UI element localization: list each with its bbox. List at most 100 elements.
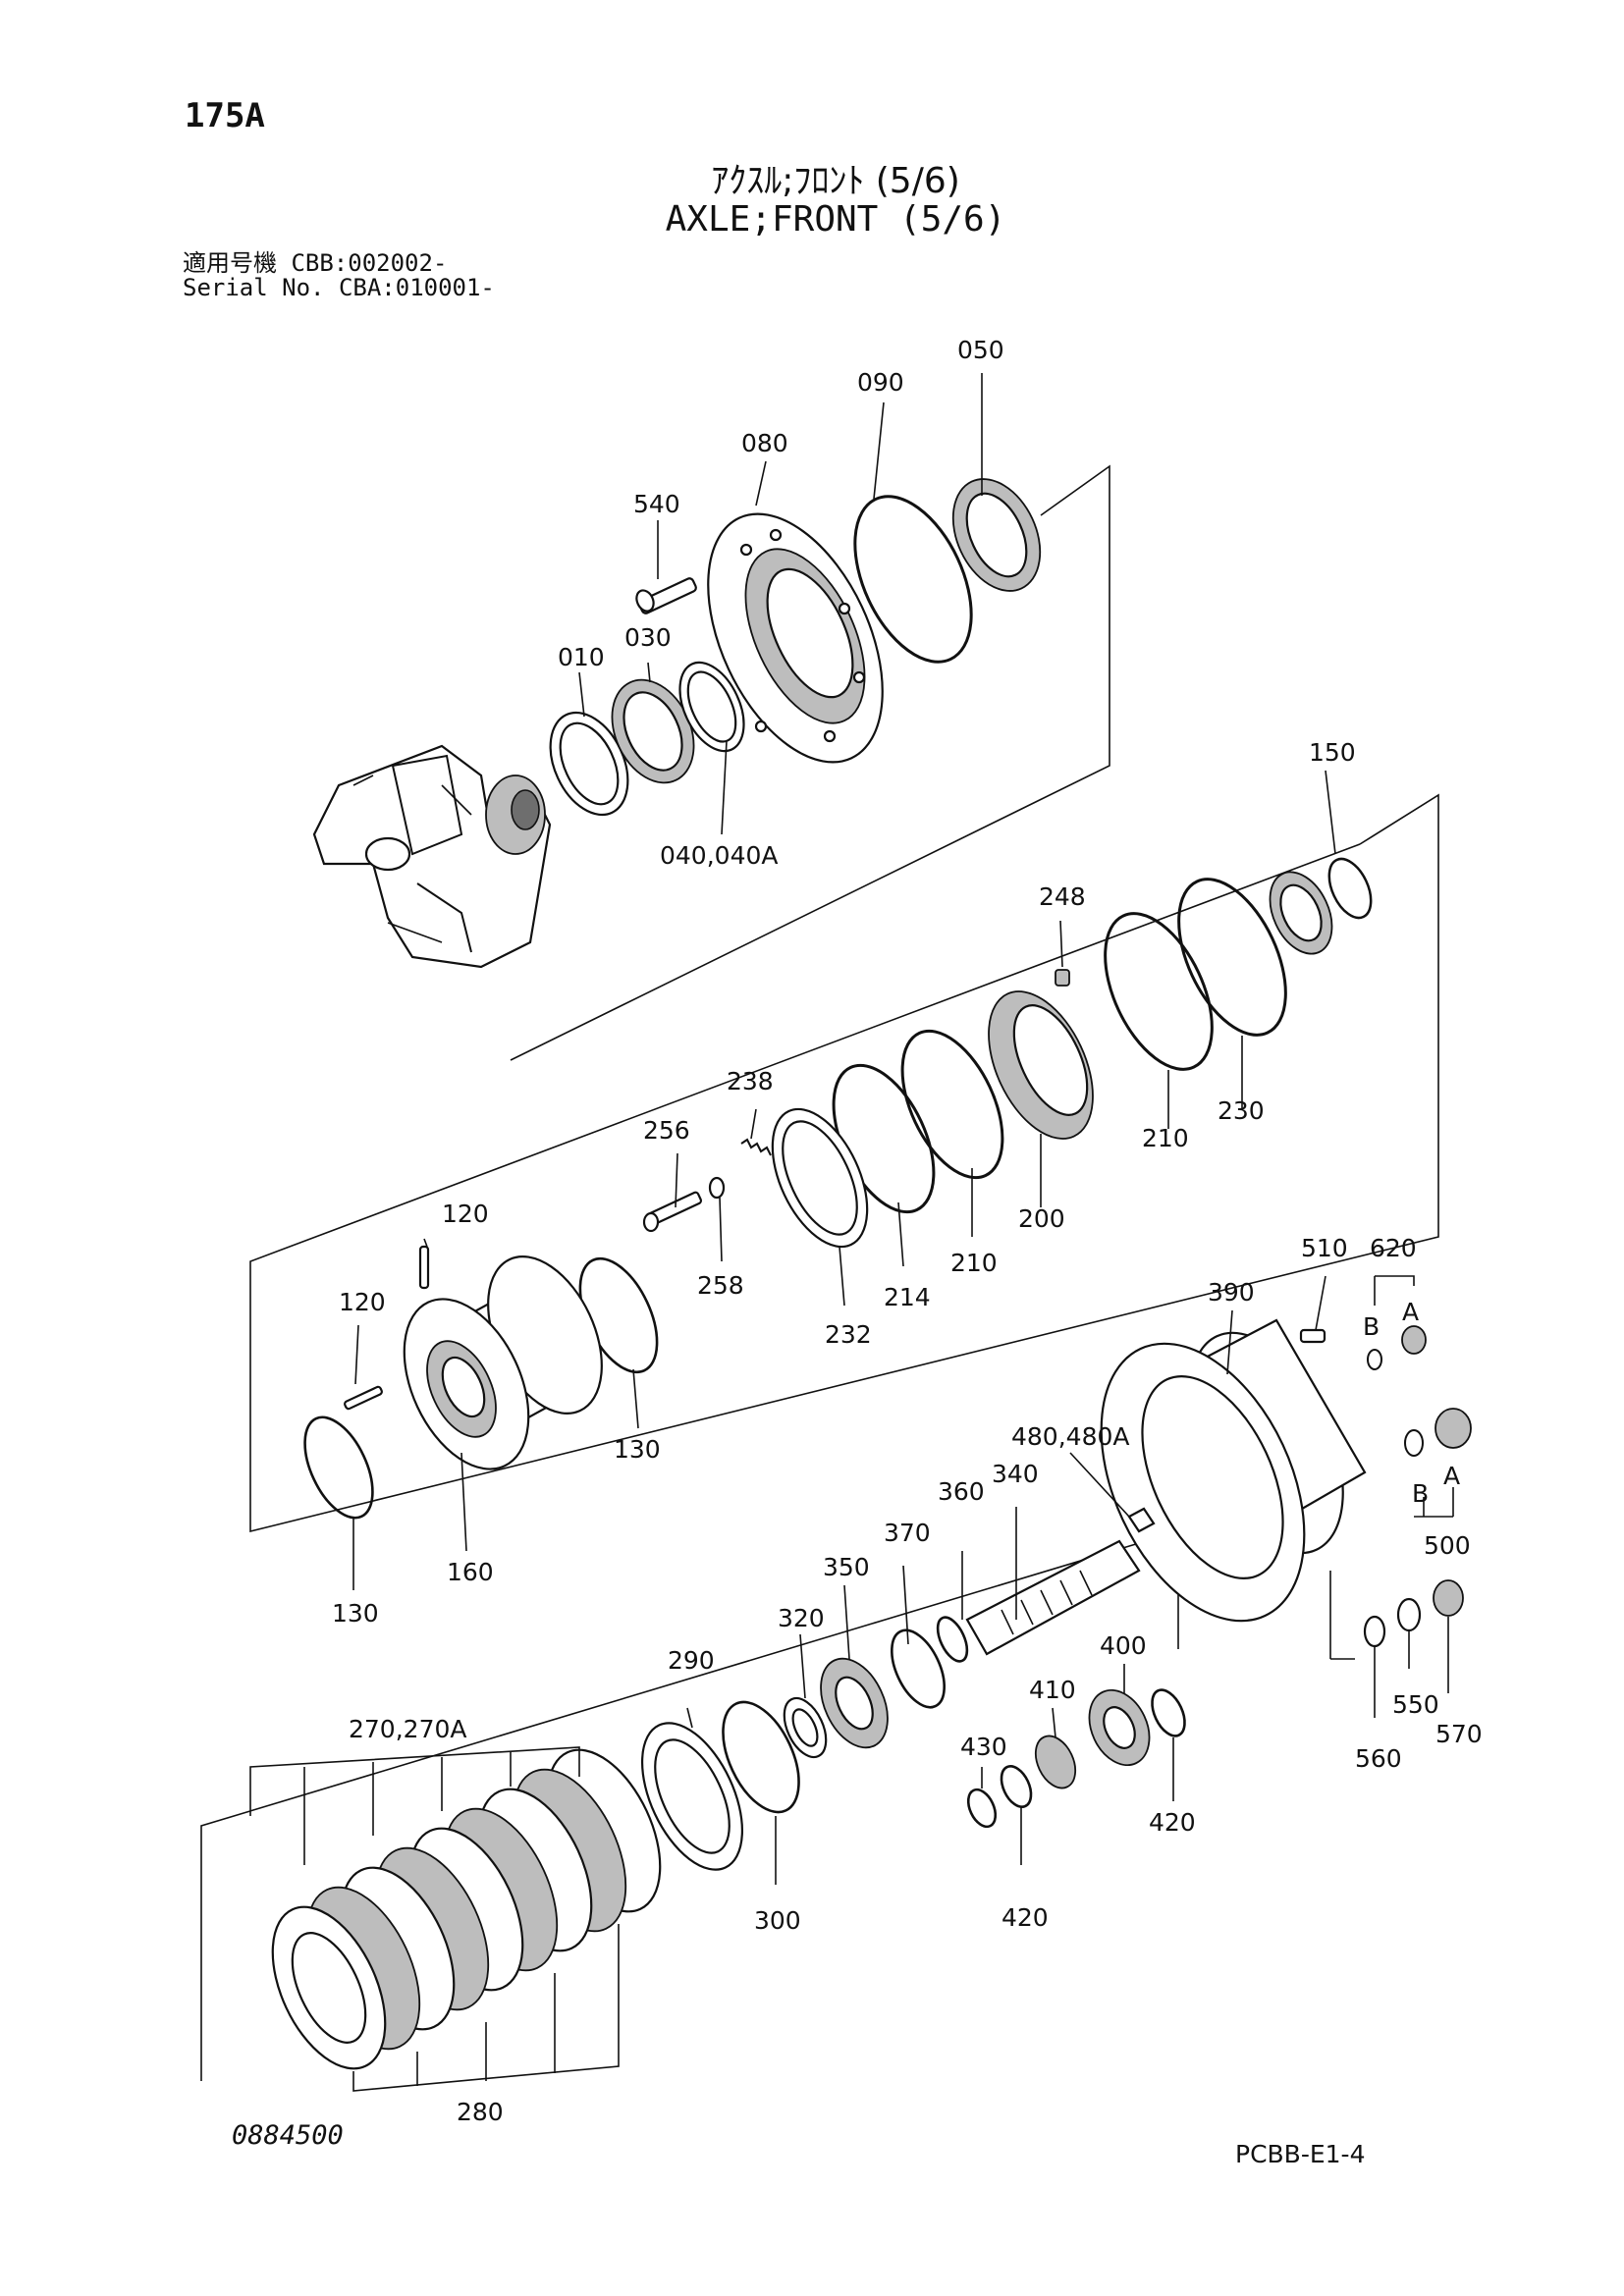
part-570-nut	[1433, 1579, 1464, 1617]
label-620: 620	[1370, 1234, 1417, 1262]
part-480-lockwasher	[1127, 1507, 1156, 1533]
label-238: 238	[727, 1067, 774, 1095]
part-290-plate	[640, 1722, 744, 1871]
part-620-plug-a	[1401, 1325, 1427, 1355]
label-360: 360	[938, 1477, 985, 1506]
part-320-washer	[783, 1696, 828, 1759]
label-340: 340	[992, 1460, 1039, 1488]
label-500-b: B	[1412, 1479, 1429, 1508]
part-150-nut	[1269, 871, 1333, 955]
part-120-pin-lower	[344, 1385, 383, 1411]
part-550-washer	[1396, 1597, 1422, 1632]
label-232: 232	[825, 1320, 872, 1349]
label-150: 150	[1309, 738, 1356, 767]
clutch-disc-pack	[271, 1748, 662, 2070]
part-130-snap-ring-left	[303, 1415, 374, 1520]
label-040-040a: 040,040A	[660, 841, 778, 870]
part-210-o-ring-upper	[1104, 912, 1214, 1071]
part-232-shim	[771, 1107, 869, 1249]
label-160: 160	[447, 1558, 494, 1586]
part-420-snap-ring-right	[1151, 1688, 1186, 1737]
label-620-a: A	[1402, 1298, 1419, 1326]
label-480-480a: 480,480A	[1011, 1422, 1129, 1451]
label-390: 390	[1208, 1278, 1255, 1307]
part-360-snap-ring	[936, 1616, 969, 1663]
label-130-left: 130	[332, 1599, 379, 1628]
page-code: 175A	[185, 96, 265, 135]
label-090: 090	[857, 368, 904, 397]
part-410-gear	[1034, 1735, 1077, 1789]
label-500: 500	[1424, 1531, 1471, 1560]
label-560: 560	[1355, 1744, 1402, 1773]
label-030: 030	[624, 623, 672, 652]
part-500-plug-a	[1435, 1408, 1472, 1449]
label-350: 350	[823, 1553, 870, 1581]
label-420-right: 420	[1149, 1808, 1196, 1837]
label-410: 410	[1029, 1676, 1076, 1704]
label-210-upper: 210	[1142, 1124, 1189, 1152]
label-270-270a: 270,270A	[349, 1715, 466, 1743]
part-370-snap-ring	[891, 1629, 946, 1709]
part-500-o-ring-b	[1404, 1429, 1424, 1457]
part-350-gear	[820, 1657, 889, 1749]
part-340-shaft	[965, 1539, 1141, 1656]
label-258: 258	[697, 1271, 744, 1300]
part-430-snap-ring	[966, 1788, 998, 1829]
part-210-o-ring-lower	[900, 1029, 1004, 1180]
bracket-270	[249, 1746, 580, 1865]
label-370: 370	[884, 1519, 931, 1547]
part-080-hub	[707, 512, 884, 764]
label-430: 430	[960, 1733, 1007, 1761]
part-010-seal	[549, 711, 629, 817]
drawing-number: 0884500	[232, 2120, 344, 2151]
part-620-o-ring-b	[1367, 1349, 1382, 1370]
label-080: 080	[741, 429, 788, 457]
part-090-o-ring	[853, 495, 973, 664]
label-620-b: B	[1363, 1312, 1380, 1341]
label-510: 510	[1301, 1234, 1348, 1262]
label-214: 214	[884, 1283, 931, 1311]
label-290: 290	[668, 1646, 715, 1675]
part-160-carrier	[403, 1255, 603, 1470]
label-420-lower: 420	[1001, 1903, 1049, 1932]
part-050-bearing	[951, 478, 1042, 592]
label-300: 300	[754, 1906, 801, 1935]
part-120-pin-upper	[418, 1245, 430, 1290]
explosion-frame-upper	[510, 464, 1110, 1061]
part-200-ring-gear-support	[988, 990, 1094, 1140]
steering-knuckle	[312, 744, 552, 969]
label-130-right: 130	[614, 1435, 661, 1464]
part-510-bolt	[1299, 1328, 1326, 1344]
label-210-lower: 210	[950, 1249, 998, 1277]
serial-applicability-en: Serial No. CBA:010001-	[183, 274, 495, 301]
label-200: 200	[1018, 1204, 1065, 1233]
label-120-lower: 120	[339, 1288, 386, 1316]
part-560-o-ring	[1363, 1615, 1386, 1648]
part-labels: 050 090 080 540 010 030 040,040A 150 248…	[332, 336, 1483, 2126]
part-248-plug	[1055, 969, 1070, 987]
part-040-race	[678, 661, 745, 753]
label-256: 256	[643, 1116, 690, 1145]
title-japanese: ｱｸｽﾙ;ﾌﾛﾝﾄ (5/6)	[711, 161, 960, 201]
part-420-snap-ring-lower	[1000, 1765, 1033, 1808]
part-390-housing	[1100, 1318, 1367, 1623]
part-238-spring	[740, 1138, 772, 1156]
part-540-bolt	[635, 577, 697, 614]
label-120-upper: 120	[442, 1200, 489, 1228]
label-050: 050	[957, 336, 1004, 364]
label-320: 320	[778, 1604, 825, 1632]
explosion-frame-middle	[249, 793, 1439, 1533]
label-248: 248	[1039, 882, 1086, 911]
part-256-bolt	[642, 1191, 703, 1233]
label-400: 400	[1100, 1631, 1147, 1660]
part-030-bearing	[611, 678, 695, 784]
bracket-280	[352, 1924, 620, 2092]
label-570: 570	[1435, 1720, 1483, 1748]
sheet-code: PCBB-E1-4	[1235, 2140, 1366, 2168]
part-300-snap-ring	[722, 1700, 800, 1814]
part-258-washer	[708, 1176, 726, 1200]
title-english: AXLE;FRONT (5/6)	[665, 199, 1006, 240]
label-500-a: A	[1443, 1462, 1460, 1490]
label-010: 010	[558, 643, 605, 671]
